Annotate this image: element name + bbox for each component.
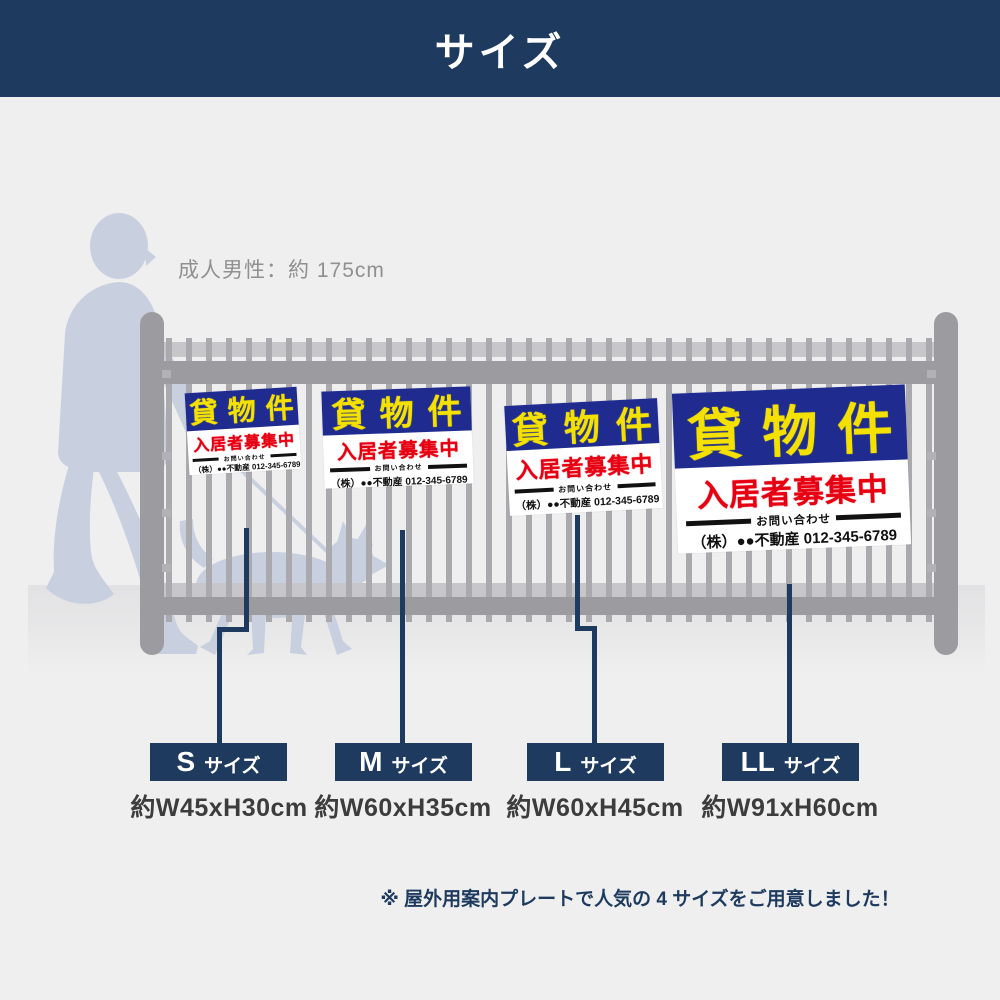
fence-bracket: [927, 370, 936, 378]
size-label-m: M サイズ: [335, 743, 472, 781]
fence-bracket: [927, 452, 936, 460]
fence-bottom-rail: [148, 597, 952, 615]
fence-bracket: [927, 509, 936, 517]
size-suffix: サイズ: [580, 755, 637, 777]
divider-line: [514, 487, 554, 494]
sign-board-l: 貸物件 入居者募集中 お問い合わせ （株）●●不動産 012-345-6789: [504, 398, 669, 516]
sign-board-ll: 貸物件 入居者募集中 お問い合わせ （株）●●不動産 012-345-6789: [671, 384, 914, 556]
sign-title-band: 貸物件: [671, 384, 914, 469]
fence-post-left: [140, 312, 164, 655]
pointer-s: [217, 627, 249, 632]
fence-bracket: [162, 452, 171, 460]
sign-title-band: 貸物件: [504, 398, 669, 451]
pointer-l: [592, 626, 597, 743]
size-letter: S: [176, 746, 196, 777]
footer-note: ※ 屋外用案内プレートで人気の 4 サイズをご用意しました！: [380, 889, 900, 910]
size-label-l: L サイズ: [527, 743, 664, 781]
size-letter: LL: [740, 746, 775, 777]
size-suffix: サイズ: [391, 755, 448, 777]
size-letter: L: [554, 746, 572, 777]
divider-line: [686, 518, 752, 527]
sign-title: 貸物件: [331, 392, 477, 436]
header-banner: サイズ: [0, 0, 1000, 97]
divider-line: [427, 463, 468, 469]
size-dimensions-s: 約W45xH30cm: [130, 794, 308, 822]
sign-body: 入居者募集中 お問い合わせ （株）●●不動産 012-345-6789: [323, 430, 474, 492]
divider-line: [270, 452, 297, 458]
fence-bracket: [162, 509, 171, 517]
divider-line: [330, 467, 370, 473]
sign-title: 貸物件: [686, 395, 914, 467]
sign-board-s: 貸物件 入居者募集中 お問い合わせ （株）●●不動産 012-345-6789: [184, 386, 305, 477]
fence-top-rail: [148, 361, 952, 384]
pointer-s: [217, 632, 222, 743]
pointer-l: [575, 626, 597, 631]
divider-line: [616, 482, 656, 489]
pointer-l: [575, 515, 580, 631]
size-dimensions-l: 約W60xH45cm: [506, 794, 684, 822]
pointer-m: [400, 530, 405, 743]
sign-body: 入居者募集中 お問い合わせ （株）●●不動産 012-345-6789: [507, 443, 663, 516]
pointer-s: [244, 528, 249, 632]
size-suffix: サイズ: [204, 755, 261, 777]
size-suffix: サイズ: [783, 755, 841, 777]
sign-body: 入居者募集中 お問い合わせ （株）●●不動産 012-345-6789: [675, 460, 911, 556]
divider-line: [835, 512, 901, 521]
sign-body: 入居者募集中 お問い合わせ （株）●●不動産 012-345-6789: [187, 424, 302, 477]
fence-bracket: [162, 370, 171, 378]
fence-bracket: [927, 564, 936, 572]
size-letter: M: [359, 746, 383, 777]
size-dimensions-m: 約W60xH35cm: [314, 794, 492, 822]
fence-post-right: [934, 312, 958, 655]
pointer-ll: [787, 584, 792, 743]
sign-title-band: 貸物件: [321, 386, 476, 436]
fence-bracket: [162, 564, 171, 572]
size-label-ll: LL サイズ: [722, 743, 859, 781]
sign-board-m: 貸物件 入居者募集中 お問い合わせ （株）●●不動産 012-345-6789: [321, 386, 476, 490]
size-label-s: S サイズ: [150, 743, 287, 781]
height-reference-label: 成人男性：約 175cm: [178, 259, 385, 282]
size-dimensions-ll: 約W91xH60cm: [701, 794, 879, 822]
page-title: サイズ: [434, 30, 566, 75]
divider-line: [193, 457, 219, 462]
